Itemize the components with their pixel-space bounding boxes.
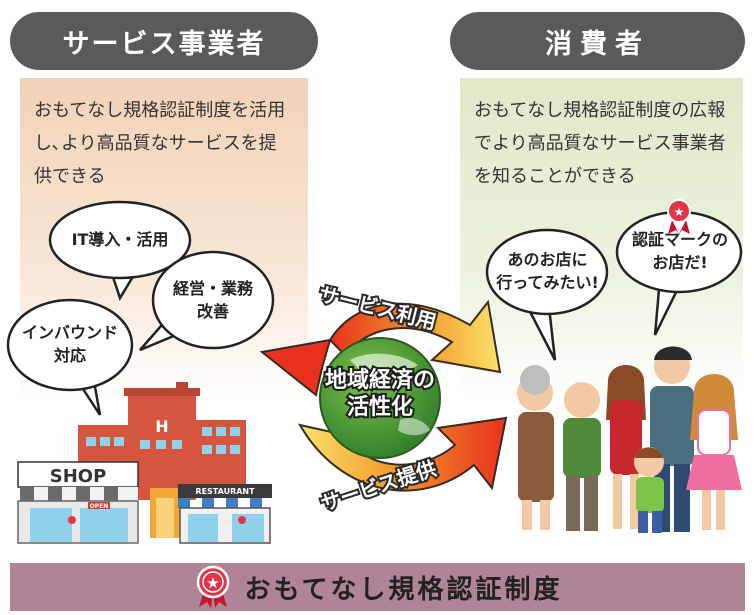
bubble-management bbox=[139, 250, 275, 352]
globe-icon bbox=[319, 337, 441, 459]
award-badge-icon: ★ bbox=[667, 199, 691, 236]
consumer-description: おもてなし規格認証制度の広報でより高品質なサービス事業者を知ることができる bbox=[474, 100, 726, 187]
svg-text:★: ★ bbox=[206, 574, 219, 592]
footer-title: おもてなし規格認証制度 bbox=[244, 574, 563, 605]
consumer-panel: おもてなし規格認証制度の広報でより高品質なサービス事業者を知ることができる bbox=[460, 78, 743, 398]
footer-banner: ★ おもてなし規格認証制度 bbox=[10, 563, 745, 611]
open-sign: OPEN bbox=[90, 503, 109, 510]
restaurant-sign: RESTAURANT bbox=[195, 487, 255, 496]
cycle-center-label: 地域経済の 活性化 bbox=[323, 366, 437, 422]
bubble-management-text: 経営・業務 改善 bbox=[172, 279, 253, 321]
svg-text:★: ★ bbox=[674, 205, 685, 219]
shop-sign: SHOP bbox=[50, 466, 107, 487]
bubble-inbound bbox=[6, 298, 134, 416]
arrow-service-use bbox=[259, 299, 502, 397]
bubble-certified-text: 認証マークの お店だ! bbox=[631, 230, 728, 272]
bubble-it-text: IT導入・活用 bbox=[71, 230, 169, 249]
buildings-illustration: H SHOP OPEN RESTAURANT bbox=[17, 382, 272, 544]
hotel-sign: H bbox=[155, 417, 168, 436]
bubble-visit bbox=[485, 228, 609, 361]
arrow-service-provide bbox=[298, 416, 508, 492]
award-ribbon-icon: ★ bbox=[196, 565, 229, 608]
family-illustration bbox=[517, 346, 742, 533]
provider-title: サービス事業者 bbox=[10, 12, 318, 70]
bubble-it bbox=[48, 200, 192, 301]
bubble-visit-text: あのお店に 行ってみたい! bbox=[496, 250, 599, 292]
provider-description: おもてなし規格認証制度を活用し､より高品質なサービスを提供できる bbox=[34, 100, 286, 187]
consumer-title: 消費者 bbox=[450, 12, 745, 70]
bubble-inbound-text: インバウンド 対応 bbox=[21, 323, 118, 365]
